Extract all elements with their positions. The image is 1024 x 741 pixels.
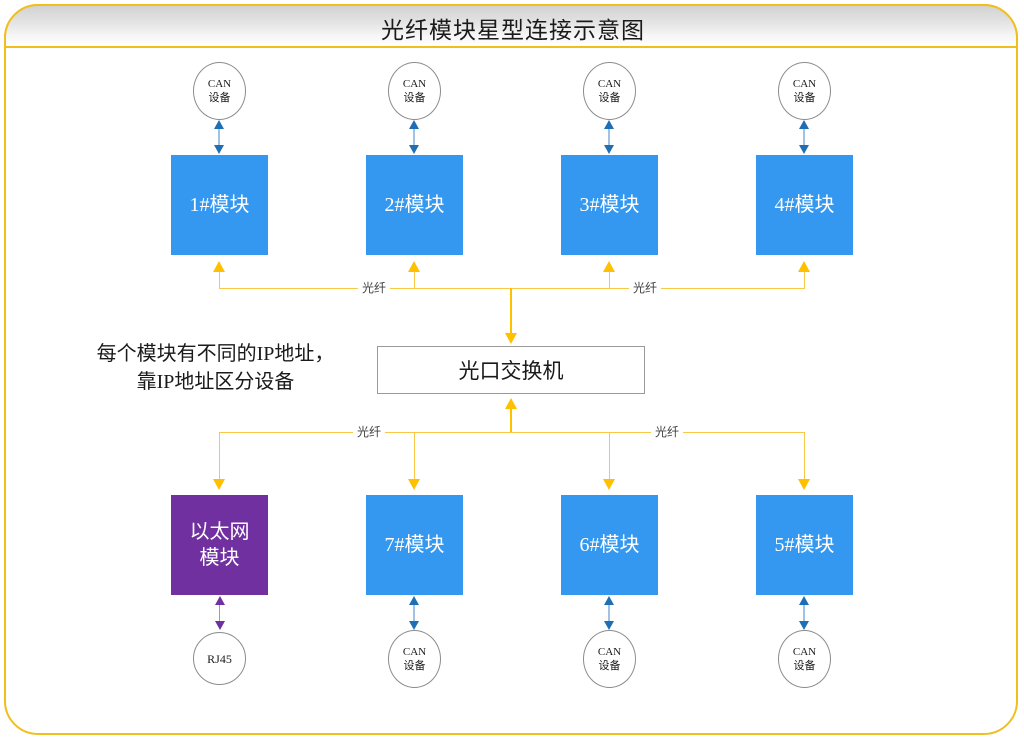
can-link-arrow-down-6 (604, 621, 614, 630)
rj45-link-arrow-down (215, 621, 225, 630)
fiber-arrow-bottom-1 (213, 479, 225, 490)
fiber-arrow-top-4 (798, 261, 810, 272)
ip-address-note-line1: 每个模块有不同的IP地址， (96, 343, 335, 365)
fiber-trunk-bottom (510, 408, 512, 433)
ethernet-module-label-line2: 模块 (199, 547, 240, 569)
can-device-label-line2: 设备 (793, 660, 816, 672)
fiber-arrow-top-1 (213, 261, 225, 272)
fiber-riser-bottom-3 (609, 432, 610, 480)
fiber-arrow-bottom-4 (798, 479, 810, 490)
ip-address-note: 每个模块有不同的IP地址， 靠IP地址区分设备 (63, 340, 368, 396)
can-link-line-7 (413, 600, 415, 628)
fiber-trunk-arrow-bottom (505, 398, 517, 409)
ethernet-module-label-line1: 以太网 (189, 521, 250, 543)
can-device-ellipse-6: CAN 设备 (583, 630, 636, 688)
fiber-riser-top-4 (804, 271, 805, 289)
can-device-label-line2: 设备 (208, 92, 231, 104)
can-link-arrow-down-2 (409, 145, 419, 154)
fiber-bus-top (219, 288, 805, 289)
can-link-line-5 (803, 600, 805, 628)
can-device-label-line1: CAN (402, 646, 427, 658)
rj45-label: RJ45 (207, 651, 232, 666)
can-link-arrow-up-5 (799, 596, 809, 605)
optical-switch-box[interactable]: 光口交换机 (377, 346, 645, 394)
module-box-7[interactable]: 7#模块 (366, 495, 463, 595)
module-box-3[interactable]: 3#模块 (561, 155, 658, 255)
module-box-2[interactable]: 2#模块 (366, 155, 463, 255)
can-device-ellipse-3: CAN 设备 (583, 62, 636, 120)
can-device-label-line2: 设备 (793, 92, 816, 104)
module-label: 7#模块 (384, 534, 445, 556)
can-device-label-line2: 设备 (598, 92, 621, 104)
fiber-riser-top-2 (414, 271, 415, 289)
can-device-label-line2: 设备 (598, 660, 621, 672)
can-device-ellipse-5: CAN 设备 (778, 630, 831, 688)
module-box-6[interactable]: 6#模块 (561, 495, 658, 595)
can-device-ellipse-4: CAN 设备 (778, 62, 831, 120)
module-label: 5#模块 (774, 534, 835, 556)
can-device-label-line1: CAN (207, 78, 232, 90)
fiber-riser-bottom-1 (219, 432, 220, 480)
can-link-line-6 (608, 600, 610, 628)
ethernet-module-box[interactable]: 以太网 模块 (171, 495, 268, 595)
can-link-arrow-up-1 (214, 120, 224, 129)
can-link-arrow-down-3 (604, 145, 614, 154)
optical-switch-label: 光口交换机 (458, 359, 564, 383)
can-link-arrow-down-1 (214, 145, 224, 154)
can-link-arrow-up-4 (799, 120, 809, 129)
can-link-arrow-down-4 (799, 145, 809, 154)
can-device-label-line2: 设备 (403, 92, 426, 104)
can-device-label-line2: 设备 (403, 660, 426, 672)
fiber-arrow-bottom-3 (603, 479, 615, 490)
can-device-label-line1: CAN (597, 646, 622, 658)
fiber-label-bottom-right: 光纤 (651, 425, 684, 439)
fiber-arrow-bottom-2 (408, 479, 420, 490)
can-device-label-line1: CAN (402, 78, 427, 90)
fiber-riser-bottom-2 (414, 432, 415, 480)
fiber-riser-top-3 (609, 271, 610, 289)
module-label: 6#模块 (579, 534, 640, 556)
can-device-label-line1: CAN (792, 646, 817, 658)
can-link-line-2 (413, 124, 415, 152)
can-link-arrow-up-7 (409, 596, 419, 605)
can-link-line-3 (608, 124, 610, 152)
title-bar: 光纤模块星型连接示意图 (4, 4, 1018, 48)
fiber-label-top-left: 光纤 (358, 281, 391, 295)
can-link-line-1 (218, 124, 220, 152)
page-title: 光纤模块星型连接示意图 (381, 18, 645, 43)
module-label: 1#模块 (189, 194, 250, 216)
fiber-label-bottom-left: 光纤 (353, 425, 386, 439)
fiber-trunk-arrow-top (505, 333, 517, 344)
can-device-ellipse-2: CAN 设备 (388, 62, 441, 120)
module-label: 4#模块 (774, 194, 835, 216)
rj45-link-arrow-up (215, 596, 225, 605)
fiber-riser-top-1 (219, 271, 220, 289)
ip-address-note-line2: 靠IP地址区分设备 (136, 371, 295, 393)
rj45-ellipse: RJ45 (193, 632, 246, 685)
module-box-5[interactable]: 5#模块 (756, 495, 853, 595)
can-device-ellipse-1: CAN 设备 (193, 62, 246, 120)
can-device-ellipse-7: CAN 设备 (388, 630, 441, 688)
module-label: 3#模块 (579, 194, 640, 216)
can-link-arrow-up-2 (409, 120, 419, 129)
can-device-label-line1: CAN (792, 78, 817, 90)
module-box-1[interactable]: 1#模块 (171, 155, 268, 255)
can-link-line-4 (803, 124, 805, 152)
rj45-link-line (219, 600, 220, 628)
fiber-riser-bottom-4 (804, 432, 805, 480)
module-label: 2#模块 (384, 194, 445, 216)
fiber-arrow-top-3 (603, 261, 615, 272)
fiber-bus-bottom (219, 432, 805, 433)
can-link-arrow-up-6 (604, 596, 614, 605)
fiber-trunk-top (510, 288, 512, 334)
fiber-label-top-right: 光纤 (629, 281, 662, 295)
can-link-arrow-down-5 (799, 621, 809, 630)
can-device-label-line1: CAN (597, 78, 622, 90)
can-link-arrow-down-7 (409, 621, 419, 630)
fiber-arrow-top-2 (408, 261, 420, 272)
module-box-4[interactable]: 4#模块 (756, 155, 853, 255)
can-link-arrow-up-3 (604, 120, 614, 129)
